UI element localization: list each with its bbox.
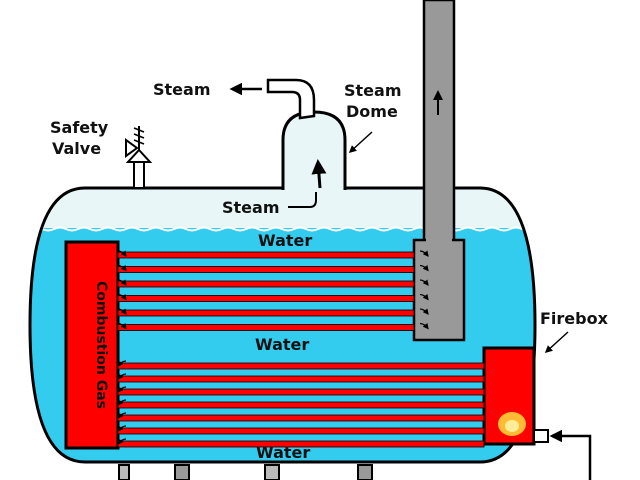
stack-flow-arrow-2 [419, 264, 429, 272]
lower-tube-4 [117, 401, 485, 409]
water-label-top: Water [258, 231, 312, 250]
lower-return-arrow-6 [117, 425, 127, 432]
lower-return-arrow-1 [117, 360, 127, 367]
steam-dome [266, 78, 347, 192]
steam-dome-label-line1: Steam [344, 81, 402, 100]
lower-tube-6 [117, 427, 485, 435]
safety-valve-label-line1: Safety [50, 118, 109, 137]
upper-return-arrow-1 [117, 250, 127, 257]
fire-tubes [117, 251, 485, 448]
lower-return-arrow-7 [117, 438, 127, 445]
lower-return-arrow-2 [117, 373, 127, 380]
smoke-stack [412, 0, 466, 342]
lower-return-arrow-3 [117, 386, 127, 393]
upper-return-arrow-4 [117, 293, 127, 301]
firebox [482, 346, 592, 480]
upper-tube-4 [117, 295, 415, 302]
gas-flow-arrows [117, 250, 429, 445]
stack-flow-arrow-3 [419, 279, 429, 286]
fuel-inlet-line [549, 429, 592, 480]
lower-return-arrow-4 [117, 399, 127, 406]
stack-flow-arrow-4 [419, 293, 429, 301]
water-label-bottom: Water [256, 443, 310, 462]
firebox-leader [544, 331, 569, 354]
safety-valve-label-line2: Valve [52, 139, 101, 158]
stack-flow-arrow-1 [419, 250, 429, 257]
lower-tube-5 [117, 414, 485, 422]
stack-flow-arrow-5 [419, 308, 429, 315]
safety-valve-icon [125, 138, 139, 158]
upper-tube-2 [117, 266, 415, 273]
upper-tube-1 [117, 251, 415, 259]
lower-tube-1 [117, 362, 485, 370]
upper-tube-3 [117, 280, 415, 288]
upper-return-arrow-3 [117, 279, 127, 286]
upper-return-arrow-5 [117, 308, 127, 315]
lower-tube-2 [117, 375, 485, 383]
safety-valve [125, 126, 153, 189]
upper-return-arrow-6 [117, 322, 127, 330]
steam-dome-leader [348, 131, 373, 154]
steam-arrow [288, 192, 317, 208]
lower-return-arrow-5 [117, 412, 127, 419]
combustion-gas-label: Combustion Gas [93, 281, 109, 409]
lower-tube-3 [117, 388, 485, 396]
stack-flow-arrow-6 [419, 322, 429, 330]
steam-dome-label-line2: Dome [346, 102, 398, 121]
upper-tube-6 [117, 324, 415, 331]
steam-inlet-label: Steam [222, 198, 280, 217]
firebox-label: Firebox [540, 309, 609, 328]
upper-tube-5 [117, 309, 415, 317]
combustion-chamber [64, 240, 120, 450]
water-label-middle: Water [255, 335, 309, 354]
upper-return-arrow-2 [117, 264, 127, 272]
steam-outlet-pipe [266, 78, 316, 120]
support-legs [118, 464, 373, 480]
steam-outlet-label: Steam [153, 80, 211, 99]
